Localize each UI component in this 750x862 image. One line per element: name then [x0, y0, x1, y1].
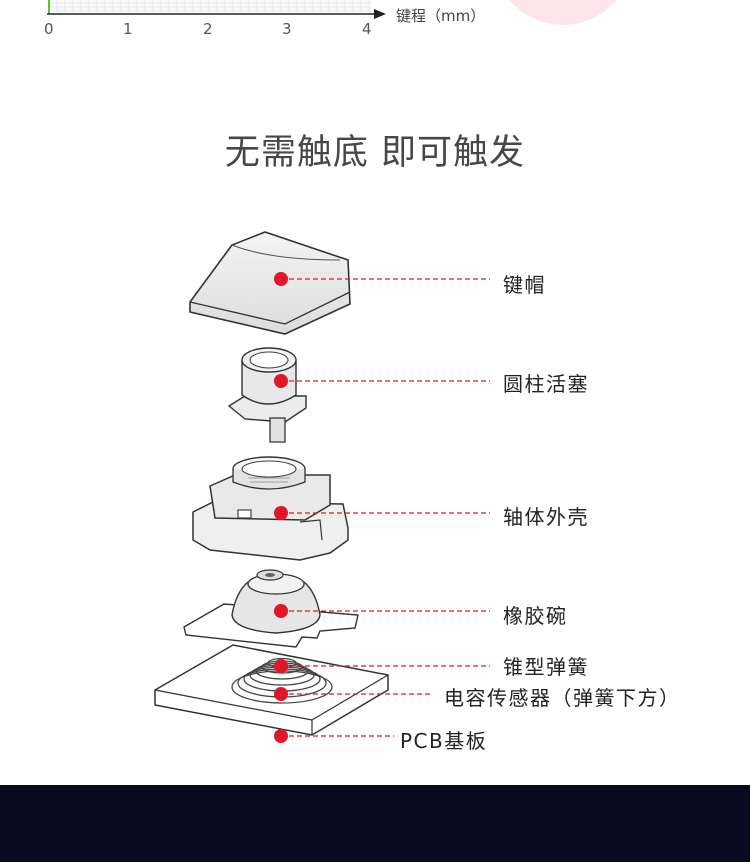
- tick-label: 0: [44, 20, 54, 38]
- leader-lines: [281, 278, 490, 737]
- switch-housing: [192, 456, 349, 561]
- tick-label: 4: [362, 20, 372, 38]
- label-keycap: 键帽: [503, 273, 546, 297]
- label-pcb: PCB基板: [400, 729, 488, 753]
- label-conical-spring: 锥型弹簧: [503, 655, 589, 679]
- tick-label: 3: [282, 20, 292, 38]
- marker-dots: [274, 272, 288, 743]
- section-heading: 无需触底 即可触发: [224, 133, 526, 173]
- marker-dot: [274, 729, 288, 743]
- axis-grid: [49, 0, 371, 12]
- marker-dot: [274, 506, 288, 520]
- marker-dot: [274, 374, 288, 388]
- axis-title: 键程（mm）: [396, 7, 486, 25]
- diagram-svg: [154, 231, 490, 743]
- switch-exploded-diagram: 键帽 圆柱活塞 轴体外壳 橡胶碗 锥型弹簧 电容传感器（弹簧下方） PCB基板: [0, 220, 750, 760]
- marker-dot: [274, 659, 288, 673]
- rubber-dome: [183, 569, 359, 648]
- label-housing: 轴体外壳: [503, 505, 589, 529]
- plunger: [227, 347, 307, 443]
- footer-band: [0, 785, 750, 862]
- marker-dot: [274, 604, 288, 618]
- label-rubber-dome: 橡胶碗: [503, 604, 568, 628]
- label-capacitive-sensor: 电容传感器（弹簧下方）: [444, 686, 681, 710]
- label-plunger: 圆柱活塞: [503, 372, 589, 396]
- marker-dot: [274, 687, 288, 701]
- tick-label: 2: [203, 20, 213, 38]
- tick-label: 1: [123, 20, 133, 38]
- marker-dot: [274, 272, 288, 286]
- keycap: [189, 231, 351, 335]
- grid-lines: [48, 0, 371, 13]
- axis-svg: [47, 0, 386, 19]
- axis-arrow-icon: [374, 9, 386, 19]
- travel-axis: 0 1 2 3 4 键程（mm）: [0, 0, 750, 60]
